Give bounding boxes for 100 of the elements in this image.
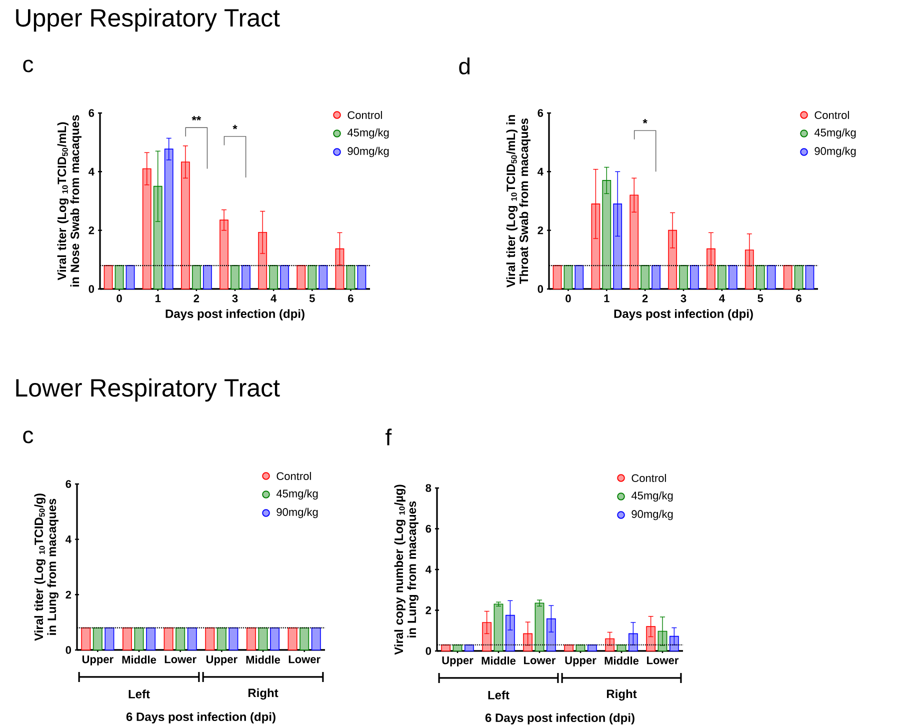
bar [652,265,660,290]
bar [783,265,792,290]
bar [564,644,574,652]
y-tick-label: 6 [88,109,94,117]
y-tick-label: 6 [426,524,432,533]
panel-letter: c [23,60,34,72]
legend-label: 45mg/kg [347,128,389,139]
y-tick-label: 4 [66,536,72,544]
bar [756,265,765,290]
y-tick-label: 2 [426,606,432,614]
x-tick-label: 4 [719,294,725,302]
x-axis-title: 6 Days post infection (dpi) [485,713,634,724]
bar [628,633,638,652]
bar [766,265,776,290]
bar [280,265,290,290]
x-tick-label: Lower [164,656,196,664]
legend-label: 90mg/kg [814,146,856,158]
bar [564,265,573,290]
x-tick-label: Upper [206,656,238,666]
annotation: ** [192,116,202,121]
bar [308,265,317,290]
bar [452,644,462,652]
significance-bracket: * [634,118,656,172]
group-label: Right [248,688,278,700]
x-tick-label: 1 [155,294,161,302]
legend-label: Control [632,474,666,482]
x-tick-label: Middle [482,656,516,665]
bar [587,644,597,652]
bar [192,265,201,290]
panel-letter: f [386,428,392,446]
x-tick-label: Lower [647,656,679,664]
bar [318,265,328,290]
x-tick-label: 5 [758,294,764,302]
bar [142,168,152,290]
bar [346,265,356,290]
section-title: Lower Respiratory Tract [16,378,280,402]
y-tick-label: 2 [66,590,72,598]
bar [202,265,212,290]
x-tick-label: 6 [348,294,354,302]
y-tick-label: 2 [538,226,544,234]
legend-label: Control [276,472,311,480]
x-tick-label: 5 [309,294,315,302]
bar [679,265,688,290]
y-tick-label: 4 [538,168,544,176]
bar [523,633,533,652]
x-tick-label: Upper [82,656,114,666]
x-axis-title: Days post infection (dpi) [614,309,753,320]
x-tick-label: 6 [796,294,802,302]
bar [269,265,278,290]
y-tick-label: 0 [426,647,432,655]
annotation: * [642,118,648,124]
group-label: Left [128,690,150,698]
bar [494,604,504,652]
panel-letter: d [459,58,470,74]
x-axis-title: 6 Days post infection (dpi) [126,712,276,724]
legend-label: 45mg/kg [814,128,856,139]
bar [464,644,474,652]
x-tick-label: 3 [232,294,238,302]
x-tick-label: Lower [288,656,320,664]
x-tick-label: 2 [194,294,200,302]
bar [441,644,451,652]
bar [552,265,562,290]
y-tick-label: 0 [538,285,544,293]
y-tick-label: 2 [88,226,94,234]
y-tick-label: 4 [88,168,94,176]
x-axis-title: Days post infection (dpi) [166,309,304,320]
legend-label: 45mg/kg [276,489,318,500]
bar [126,265,135,290]
group-label: Left [488,690,510,700]
y-tick-label: 4 [426,566,432,574]
bar [534,602,544,652]
group-label: Right [606,689,637,701]
significance-bracket: ** [185,116,208,170]
bar [114,265,124,290]
bar [616,644,626,652]
x-tick-label: 4 [270,294,277,302]
x-tick-label: 3 [680,294,686,302]
x-tick-label: 0 [566,294,571,302]
annotation: * [232,124,238,130]
x-tick-label: Middle [122,656,156,664]
x-tick-label: Lower [524,656,556,664]
x-tick-label: Middle [246,656,280,664]
bar [104,265,113,290]
bar [690,265,699,290]
legend-label: 45mg/kg [631,491,673,502]
y-tick-label: 6 [538,109,544,117]
x-tick-label: Upper [565,656,596,666]
section-title: Upper Respiratory Tract [16,8,280,32]
x-tick-label: Middle [604,656,639,665]
legend-label: Control [348,110,382,120]
bar [717,265,726,290]
x-tick-label: Upper [442,656,474,666]
significance-bracket: * [224,124,246,178]
panel-letter: c [23,430,34,444]
legend-label: 90mg/kg [632,510,673,520]
legend-label: Control [814,110,849,120]
bar [728,265,738,290]
legend-label: 90mg/kg [276,508,318,518]
bar [296,265,306,290]
legend-label: 90mg/kg [348,146,389,158]
